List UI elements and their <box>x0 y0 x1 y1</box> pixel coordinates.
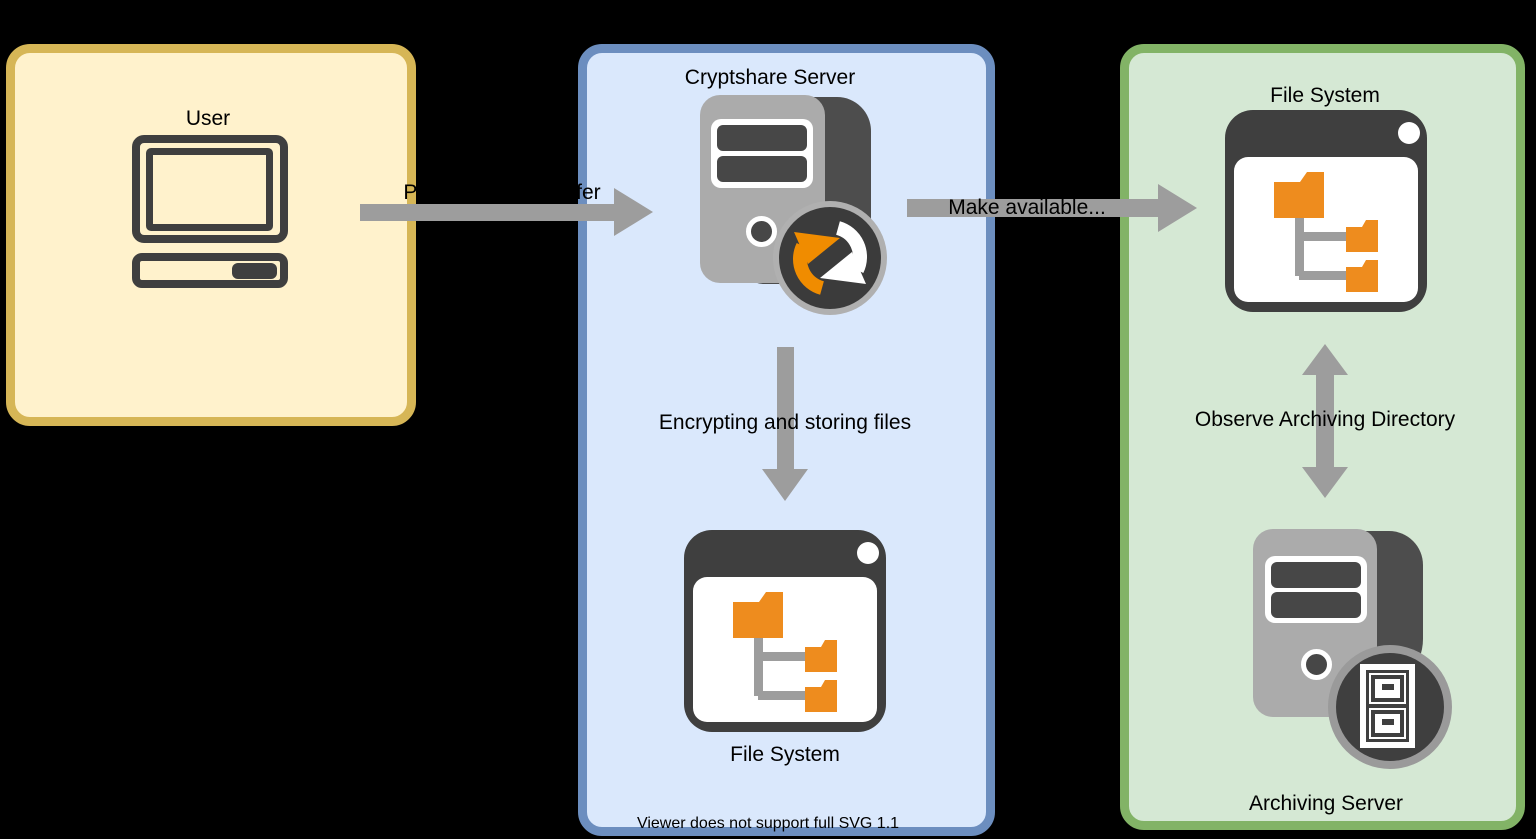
keyboard-icon <box>132 253 288 288</box>
drive-slot <box>717 156 807 182</box>
server-drive-slots <box>711 119 813 188</box>
arrow-down-shaft <box>777 347 794 470</box>
screen-icon <box>146 148 273 231</box>
arrow-right-shaft <box>907 199 1160 217</box>
drive-slot <box>1271 562 1361 588</box>
cryptshare-panel-title: Cryptshare Server <box>684 66 856 89</box>
arrow-label-observe-directory: Observe Archiving Directory <box>1194 408 1456 431</box>
spacebar-icon <box>232 263 277 279</box>
drive-slot <box>717 125 807 151</box>
archiving-server-label: Archiving Server <box>1248 792 1404 815</box>
server-drive-slots <box>1265 556 1367 623</box>
file-system-label: File System <box>730 743 840 766</box>
arrow-down-head-icon <box>762 469 808 501</box>
file-system-icon <box>684 530 886 732</box>
arrow-down-head-icon <box>1302 467 1348 498</box>
file-system-icon <box>1225 110 1427 312</box>
server-power-button-icon <box>746 216 777 247</box>
arrow-right-shaft <box>360 204 616 221</box>
drive-slot <box>1271 592 1361 618</box>
server-power-button-icon <box>1301 649 1332 680</box>
user-panel <box>6 44 416 426</box>
svg-viewer-notice: Viewer does not support full SVG 1.1 <box>636 815 900 832</box>
arrow-updown-shaft <box>1316 374 1334 468</box>
monitor-icon <box>132 135 288 243</box>
arrow-right-head-icon <box>614 188 653 236</box>
archive-cabinet-icon <box>1327 644 1453 770</box>
file-system-label: File System <box>1270 84 1380 107</box>
arrow-right-head-icon <box>1158 184 1197 232</box>
sync-icon <box>772 200 888 316</box>
arrow-up-head-icon <box>1302 344 1348 375</box>
arrow-label-performing-transfer: Performing a transfer <box>403 181 601 204</box>
arrow-label-encrypting: Encrypting and storing files <box>658 411 912 434</box>
arrow-label-make-available: Make available... <box>948 196 1106 219</box>
user-panel-title: User <box>185 107 231 130</box>
